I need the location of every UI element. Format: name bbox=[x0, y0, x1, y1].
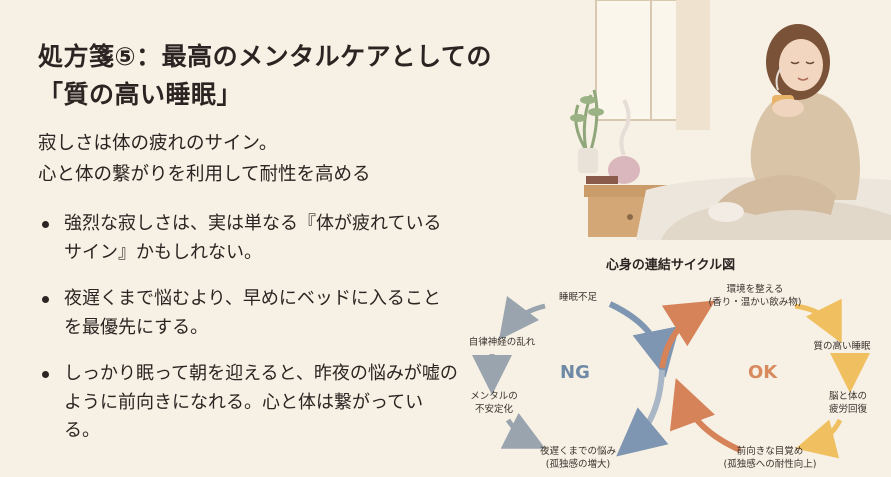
bullet-text: しっかり眠って朝を迎えると、昨夜の悩みが嘘のように前向きになれる。心と体は繋がっ… bbox=[64, 363, 458, 441]
subtitle: 寂しさは体の疲れのサイン。 心と体の繋がりを利用して耐性を高める bbox=[38, 128, 478, 190]
ok-arrow-waking-loop bbox=[669, 378, 742, 453]
cycle-arrows bbox=[472, 295, 870, 459]
bullet-dot-icon bbox=[42, 371, 49, 378]
bullet-text: 強烈な寂しさは、実は単なる『体が疲れているサイン』かもしれない。 bbox=[64, 213, 442, 263]
ng-node-mental-instability: メンタルの不安定化 bbox=[470, 391, 518, 415]
ok-node-positive-waking: 前向きな目覚め(孤独感への耐性向上) bbox=[723, 446, 817, 470]
page-title: 処方箋⑤：最高のメンタルケアとしての 「質の高い睡眠」 bbox=[38, 38, 578, 114]
ng-node-sleep-deprivation: 睡眠不足 bbox=[558, 292, 598, 303]
bullet-dot-icon bbox=[42, 221, 49, 228]
bullet-item: 強烈な寂しさは、実は単なる『体が疲れているサイン』かもしれない。 bbox=[38, 210, 458, 267]
ng-node-late-night-worry: 夜遅くまでの悩み(孤独感の増大) bbox=[539, 446, 617, 470]
bullet-dot-icon bbox=[42, 296, 49, 303]
woman-relaxing-illustration bbox=[566, 0, 891, 240]
ng-arrow-main bbox=[608, 301, 680, 378]
ok-node-environment: 環境を整える(香り・温かい飲み物) bbox=[708, 284, 802, 308]
ng-arrow-mental-to-worry bbox=[500, 412, 546, 449]
subtitle-line-1: 寂しさは体の疲れのサイン。 bbox=[38, 133, 278, 154]
ok-arrow-main bbox=[659, 300, 716, 369]
ng-arrow-worry-loop bbox=[616, 369, 669, 457]
bullet-list: 強烈な寂しさは、実は単なる『体が疲れているサイン』かもしれない。 夜遅くまで悩む… bbox=[38, 210, 458, 464]
title-line-2: 「質の高い睡眠」 bbox=[38, 80, 243, 109]
diagram-title: 心身の連結サイクル図 bbox=[605, 258, 736, 273]
ok-node-recovery: 脳と体の疲労回復 bbox=[828, 391, 868, 415]
ok-label: OK bbox=[748, 362, 778, 383]
ok-node-quality-sleep: 質の高い睡眠 bbox=[813, 341, 871, 352]
ok-arrow-env-to-sleep bbox=[794, 298, 842, 344]
bullet-item: しっかり眠って朝を迎えると、昨夜の悩みが嘘のように前向きになれる。心と体は繋がっ… bbox=[38, 360, 458, 446]
title-line-1: 処方箋⑤：最高のメンタルケアとしての bbox=[38, 42, 492, 71]
ok-arrow-recovery-to-waking bbox=[795, 418, 843, 459]
ng-node-autonomic-disorder: 自律神経の乱れ bbox=[468, 337, 536, 348]
ng-label: NG bbox=[560, 362, 590, 383]
subtitle-line-2: 心と体の繋がりを利用して耐性を高める bbox=[38, 164, 371, 185]
cycle-diagram: NG OK 睡眠不足 自律神経の乱れ メンタルの不安定化 夜遅くまでの悩み(孤独… bbox=[450, 270, 891, 477]
bullet-text: 夜遅くまで悩むより、早めにベッドに入ることを最優先にする。 bbox=[64, 288, 441, 338]
bullet-item: 夜遅くまで悩むより、早めにベッドに入ることを最優先にする。 bbox=[38, 285, 458, 342]
ng-arrow-sleep-to-autonomic bbox=[498, 295, 546, 340]
